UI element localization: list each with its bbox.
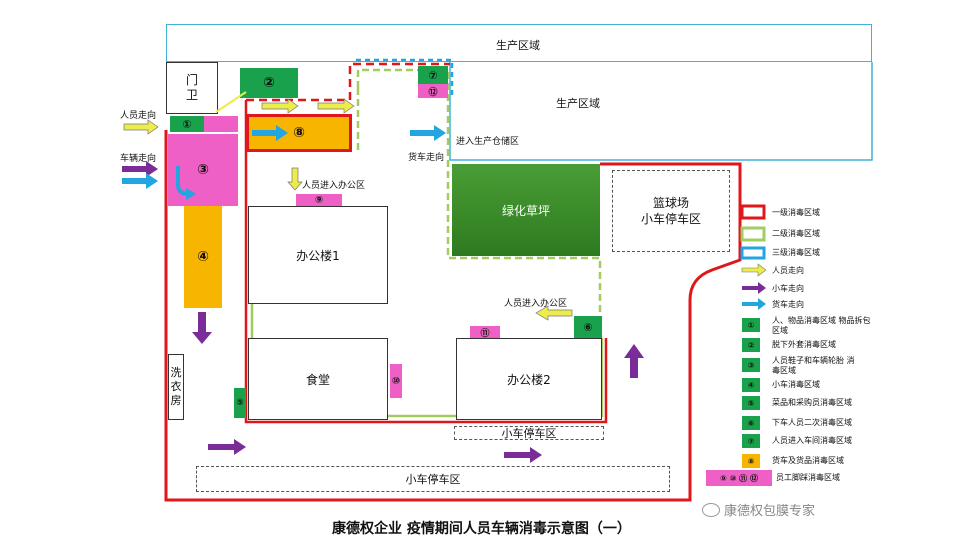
court-label-2: 小车停车区 (640, 212, 701, 226)
marker-9: ⑨ (296, 194, 342, 206)
office-entry-label-2: 人员进入办公区 (504, 299, 568, 309)
gate-label-2: 卫 (185, 88, 198, 102)
legend: 一级消毒区域 二级消毒区域 三级消毒区域 人员走向 小车走向 货车走向 ① 人、… (706, 204, 886, 494)
legend-level1: 一级消毒区域 (772, 208, 820, 217)
lawn-area: 绿化草坪 (452, 164, 600, 256)
marker-5: ⑤ (234, 388, 246, 418)
truck-arrow-8 (252, 125, 288, 141)
car-arrow-entry (122, 161, 158, 177)
laundry-building: 洗 衣 房 (168, 354, 184, 420)
watermark: 康德权包膜专家 (702, 500, 815, 519)
marker-1: ① (170, 116, 204, 132)
legend-num-3: ③ (742, 358, 760, 372)
legend-swatch-level1 (740, 204, 766, 220)
legend-num-5: ⑤ (742, 396, 760, 410)
office-entry-label-1: 人员进入办公区 (302, 181, 366, 191)
legend-person: 人员走向 (772, 266, 804, 275)
marker-6: ⑥ (574, 316, 602, 338)
legend-swatch-car (742, 282, 766, 294)
legend-swatch-person (741, 263, 766, 277)
legend-num-4: ④ (742, 378, 760, 392)
production-zone-top-label: 生产区域 (496, 39, 540, 52)
car-arrow-bottom-1 (208, 439, 246, 455)
legend-label-1: 人、物品消毒区域 物品拆包区域 (772, 316, 871, 335)
marker-4: ④ (184, 206, 222, 308)
legend-num-1: ① (742, 318, 760, 332)
person-arrow-left (535, 305, 573, 321)
marker-2: ② (240, 68, 298, 98)
marker-10: ⑩ (390, 364, 402, 398)
production-zone-mid-label: 生产区域 (556, 97, 600, 110)
legend-label-5: 菜品和采购员消毒区域 (772, 398, 852, 407)
lawn-label: 绿化草坪 (501, 203, 550, 218)
pink-pad-entrance (204, 116, 238, 132)
watermark-text: 康德权包膜专家 (724, 504, 816, 519)
legend-swatches (740, 204, 766, 310)
basketball-court: 篮球场 小车停车区 (612, 170, 730, 252)
to-warehouse-label: 进入生产仓储区 (456, 137, 520, 147)
parking-area-right: 小车停车区 (454, 426, 604, 440)
car-arrow-down (192, 312, 212, 344)
legend-num-6: ⑥ (742, 416, 760, 430)
person-arrow-down (287, 167, 303, 191)
legend-truck: 货车走向 (772, 300, 804, 309)
person-arrow-top-2 (317, 98, 355, 114)
wechat-icon (702, 502, 720, 517)
car-arrow-bottom-2 (504, 447, 542, 463)
production-zone-top (166, 24, 872, 62)
legend-swatch-level2 (740, 226, 766, 242)
vehicle-entry-label: 车辆走向 (120, 154, 157, 164)
truck-arrow-warehouse (410, 125, 446, 141)
legend-num-8: ⑧ (742, 454, 760, 468)
marker-12: ⑫ (418, 84, 448, 98)
court-label-1: 篮球场 (652, 196, 689, 210)
legend-label-6: 下车人员二次消毒区域 (772, 418, 852, 427)
legend-label-7: 人员进入车间消毒区域 (772, 436, 852, 445)
gate-building: 门 卫 (166, 62, 218, 114)
office-building-2: 办公楼2 (456, 338, 602, 420)
laundry-label-2: 衣 (170, 380, 182, 393)
legend-num-9: ⑨ ⑩ ⑪ ⑫ (706, 470, 772, 486)
gate-label-1: 门 (185, 73, 198, 87)
legend-label-3: 人员鞋子和车辆轮胎 消毒区域 (772, 356, 855, 375)
legend-level3: 三级消毒区域 (772, 248, 820, 257)
legend-swatch-level3 (740, 246, 766, 260)
legend-level2: 二级消毒区域 (772, 229, 820, 238)
office-building-1: 办公楼1 (248, 206, 388, 304)
car-arrow-turn (176, 166, 196, 200)
laundry-label-1: 洗 (170, 366, 182, 379)
truck-direction-label: 货车走向 (408, 153, 445, 163)
legend-label-2: 脱下外套消毒区域 (772, 340, 836, 349)
person-arrow-top-1 (261, 98, 299, 114)
legend-num-7: ⑦ (742, 434, 760, 448)
parking-area-bottom: 小车停车区 (196, 466, 670, 492)
person-entry-label: 人员走向 (120, 111, 157, 121)
truck-arrow-entry (122, 173, 158, 189)
marker-7: ⑦ (418, 66, 448, 84)
legend-car: 小车走向 (772, 284, 804, 293)
diagram-title: 康德权企业 疫情期间人员车辆消毒示意图（一） (332, 521, 631, 537)
marker-11: ⑪ (470, 326, 500, 339)
marker-8: ⑧ (246, 114, 352, 152)
legend-label-9: 员工脚踩消毒区域 (776, 473, 840, 482)
car-arrow-up (624, 344, 644, 378)
legend-label-4: 小车消毒区域 (772, 380, 820, 389)
laundry-label-3: 房 (170, 394, 182, 407)
person-arrow-entry (123, 119, 159, 135)
legend-swatch-truck (742, 298, 766, 310)
legend-num-2: ② (742, 338, 760, 352)
canteen-building: 食堂 (248, 338, 388, 420)
legend-label-8: 货车及货品消毒区域 (772, 456, 844, 465)
